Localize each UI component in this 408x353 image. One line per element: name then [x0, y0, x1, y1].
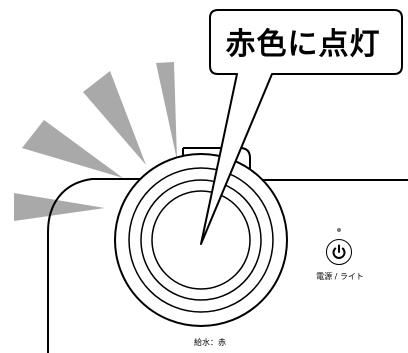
lamp-ring-3	[140, 179, 262, 301]
flash-rays	[14, 62, 177, 221]
power-icon	[332, 244, 346, 259]
status-led	[337, 228, 341, 232]
lamp-inner	[151, 190, 251, 290]
flash-ray-2	[83, 71, 146, 165]
body-outline	[47, 168, 241, 353]
callout-text: 赤色に点灯	[225, 27, 381, 62]
flash-ray-3	[22, 120, 123, 178]
flash-ray-4	[14, 193, 105, 221]
callout-bubble	[200, 9, 403, 245]
flash-ray-1	[156, 62, 177, 160]
power-light-label: 電源 / ライト	[316, 272, 364, 281]
water-status-label: 給水：赤	[194, 338, 226, 347]
lamp-ring-2	[128, 167, 274, 313]
power-button[interactable]	[326, 239, 352, 265]
